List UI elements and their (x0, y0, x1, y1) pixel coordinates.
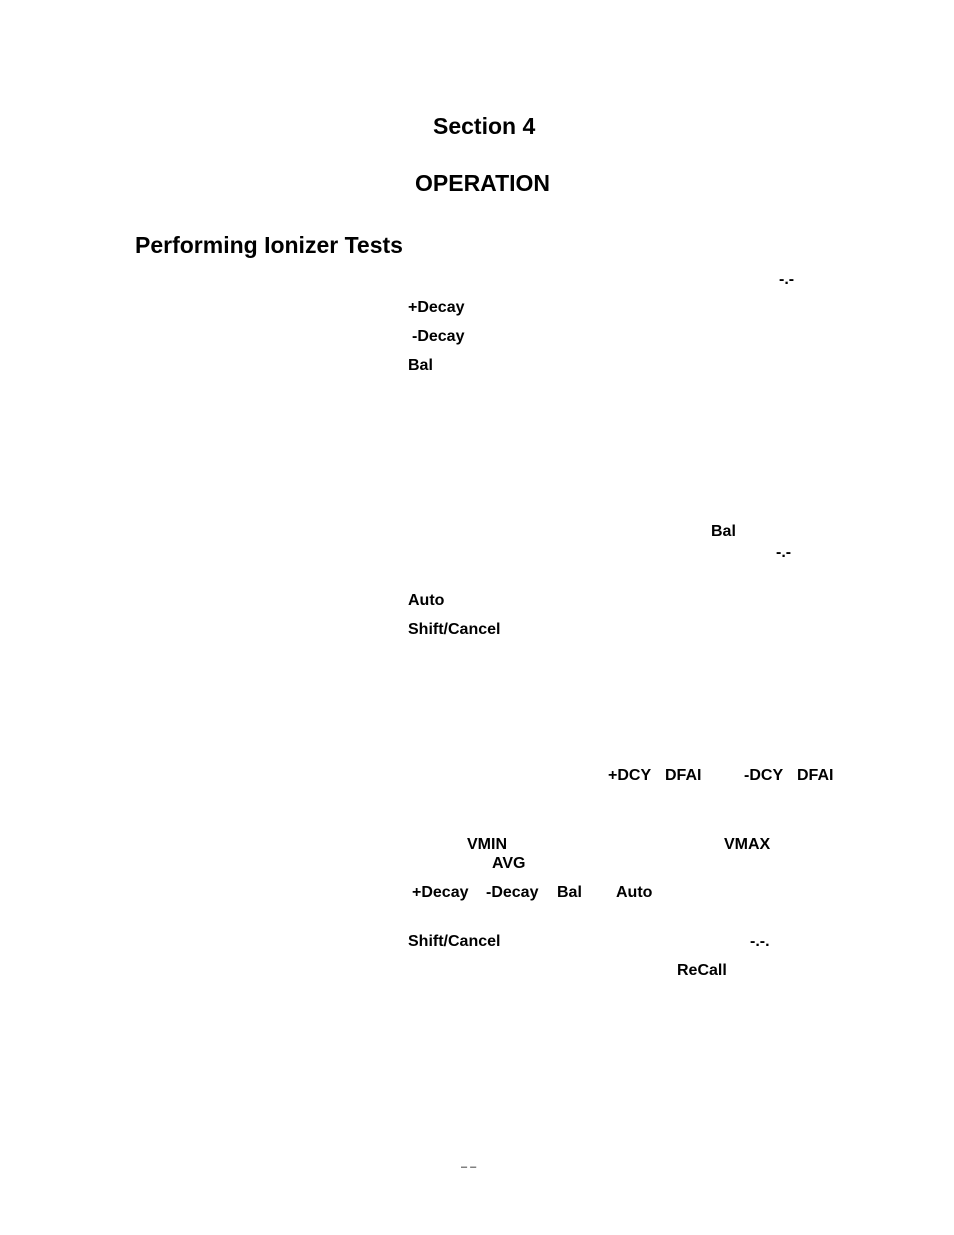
page-heading: Performing Ionizer Tests (135, 232, 403, 258)
keyword-dash-dot-dash-inline: -.- (776, 544, 792, 561)
page-number-marker: – – (461, 1161, 477, 1173)
keyword-bal-inline: Bal (711, 523, 736, 540)
keyword-plus-decay-2: +Decay (412, 884, 469, 901)
keyword-plus-decay: +Decay (408, 299, 465, 316)
keyword-dfai: DFAI (665, 767, 702, 784)
keyword-recall: ReCall (677, 962, 727, 979)
keyword-vmin: VMIN (467, 836, 507, 853)
keyword-vmax: VMAX (724, 836, 771, 853)
section-number: Section 4 (433, 113, 536, 139)
keyword-auto-2: Auto (616, 884, 653, 901)
keyword-shift-cancel-2: Shift/Cancel (408, 933, 501, 950)
keyword-dfai-2: DFAI (797, 767, 834, 784)
keyword-avg: AVG (492, 855, 526, 872)
keyword-bal-3: Bal (557, 884, 582, 901)
keyword-dash-dot-dash: -.- (779, 271, 795, 288)
keyword-dash-dot-dash-dot: -.-. (750, 933, 770, 950)
keyword-plus-dcy: +DCY (608, 767, 652, 784)
chapter-title: OPERATION (415, 170, 551, 196)
keyword-shift-cancel: Shift/Cancel (408, 621, 501, 638)
keyword-minus-decay: -Decay (412, 328, 465, 345)
keyword-auto: Auto (408, 592, 445, 609)
keyword-minus-decay-2: -Decay (486, 884, 539, 901)
keyword-minus-dcy: -DCY (744, 767, 784, 784)
keyword-bal: Bal (408, 357, 433, 374)
